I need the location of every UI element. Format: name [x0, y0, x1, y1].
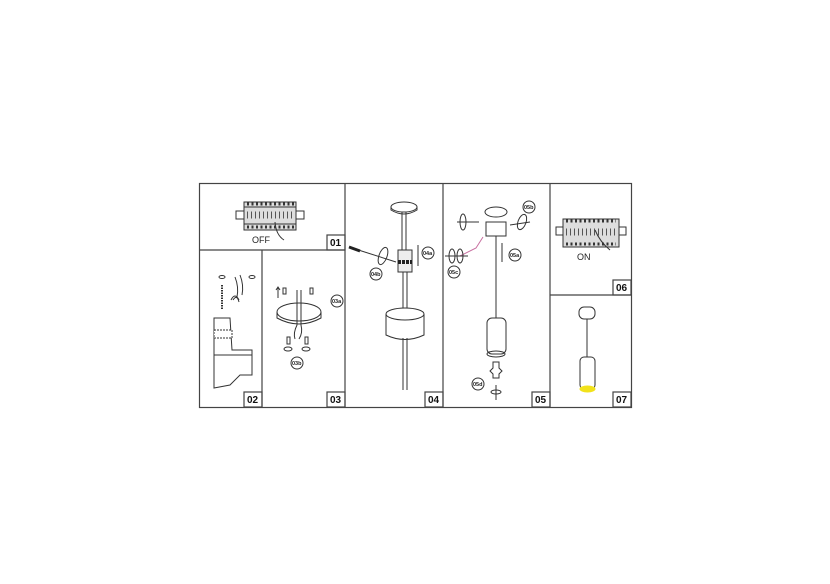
pendant-wiring-icon [348, 201, 425, 390]
svg-text:05b: 05b [524, 205, 534, 211]
svg-text:05d: 05d [473, 382, 482, 388]
ceiling-canopy-screws-icon [275, 286, 322, 352]
svg-text:03: 03 [330, 395, 342, 406]
svg-text:04: 04 [428, 395, 440, 406]
svg-text:05c: 05c [449, 270, 458, 276]
breaker-panel-off-icon [235, 201, 305, 241]
svg-text:04b: 04b [371, 272, 381, 278]
callout-04a: 04a [421, 246, 435, 260]
step-04-number: 04 [424, 391, 444, 408]
step-02-number: 02 [243, 391, 263, 408]
pendant-assembly-icon [445, 206, 531, 400]
step-05-number: 05 [531, 391, 551, 408]
drill-icon [213, 274, 256, 389]
lit-pendant-icon [578, 306, 596, 393]
callout-04b: 04b [369, 267, 383, 281]
step-07-number: 07 [612, 391, 632, 408]
breaker-panel-on-icon [555, 218, 627, 251]
svg-text:01: 01 [330, 238, 342, 249]
callout-05b: 05b [522, 200, 536, 214]
callout-05d: 05d [471, 377, 485, 391]
callout-05c: 05c [447, 265, 461, 279]
svg-text:05: 05 [535, 395, 547, 406]
step-06-number: 06 [612, 279, 632, 296]
svg-text:02: 02 [247, 395, 259, 406]
step-01-number: 01 [326, 234, 346, 251]
svg-text:04a: 04a [423, 251, 433, 257]
svg-text:03a: 03a [332, 299, 342, 305]
svg-text:05a: 05a [510, 253, 520, 259]
callout-03b: 03b [290, 356, 304, 370]
svg-text:07: 07 [616, 395, 628, 406]
svg-text:03b: 03b [292, 361, 302, 367]
svg-text:06: 06 [616, 283, 628, 294]
callout-05a: 05a [508, 248, 522, 262]
callout-03a: 03a [330, 294, 344, 308]
on-label: ON [577, 252, 591, 262]
step-03-number: 03 [326, 391, 346, 408]
off-label: OFF [252, 235, 270, 245]
